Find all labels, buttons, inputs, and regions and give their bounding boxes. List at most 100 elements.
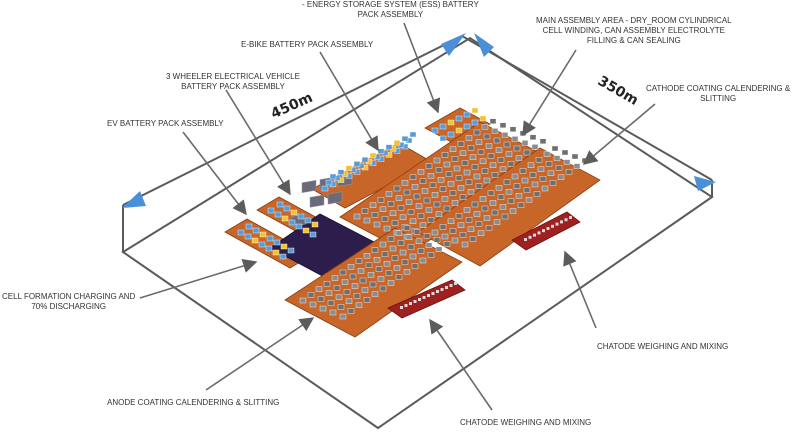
- cathode-coating-unit: [465, 216, 473, 223]
- label-chatode-weighing-right: CHATODE WEIGHING AND MIXING: [597, 342, 729, 351]
- three-wheeler-unit: [288, 219, 296, 226]
- main-assembly-unit: [393, 185, 401, 192]
- anode-coating-unit: [415, 238, 423, 245]
- cathode-coating-unit: [441, 233, 449, 240]
- main-assembly-unit: [489, 118, 497, 125]
- cathode-coating-row: [451, 153, 579, 244]
- cathode-coating-unit: [459, 232, 467, 238]
- cathode-coating-unit: [509, 208, 517, 214]
- mixer-unit: [569, 216, 572, 219]
- main-assembly-unit: [489, 162, 497, 169]
- anode-coating-unit: [319, 305, 327, 312]
- three-wheeler-unit: [290, 209, 298, 216]
- main-assembly-unit: [515, 155, 523, 161]
- cathode-coating-unit: [545, 160, 553, 167]
- cathode-coating-unit: [521, 177, 529, 184]
- main-assembly-unit: [363, 217, 371, 224]
- anode-coating-unit: [329, 309, 337, 316]
- anode-coating-unit: [385, 270, 393, 276]
- three-wheeler-row: [267, 207, 317, 238]
- main-assembly-unit: [439, 186, 447, 193]
- cathode-coating-unit: [563, 159, 571, 165]
- dimension-arrow-heads: [122, 33, 716, 208]
- anode-coating-unit: [339, 269, 347, 276]
- main-assembly-row: [363, 122, 507, 224]
- ess-unit: [455, 115, 463, 122]
- anode-coating-unit: [341, 279, 349, 285]
- main-assembly-unit: [441, 196, 449, 202]
- main-assembly-unit: [449, 190, 457, 197]
- cathode-coating-unit: [533, 191, 541, 197]
- main-assembly-unit: [391, 220, 399, 226]
- main-assembly-unit: [413, 193, 421, 200]
- ess-unit: [439, 135, 447, 142]
- cathode-coating-unit: [549, 180, 557, 186]
- anode-coating-row: [329, 236, 441, 316]
- ess-unit: [463, 123, 471, 130]
- three-wheeler-unit: [311, 221, 319, 228]
- main-assembly-unit: [451, 156, 459, 162]
- main-assembly-unit: [445, 171, 453, 177]
- main-assembly-unit: [409, 218, 417, 225]
- three-wheeler-unit: [283, 205, 291, 212]
- ebike-unit: [321, 185, 329, 192]
- anode-coating-unit: [363, 252, 371, 259]
- cathode-coating-unit: [449, 228, 457, 234]
- cathode-coating-unit: [523, 187, 531, 193]
- main-assembly-unit: [503, 141, 511, 148]
- main-assembly-unit: [429, 182, 437, 189]
- main-assembly-unit: [459, 150, 467, 157]
- ev-pack-unit: [265, 245, 273, 252]
- main-assembly-unit: [397, 204, 405, 211]
- label-cell-formation: CELL FORMATION CHARGING AND 70% DISCHARG…: [2, 292, 135, 312]
- ev-pack-unit: [287, 247, 295, 254]
- cathode-coating-unit: [439, 224, 447, 230]
- ev-pack-unit: [272, 249, 280, 256]
- main-assembly-unit: [423, 197, 431, 204]
- main-assembly-unit: [399, 214, 407, 221]
- cathode-coating-unit: [471, 201, 479, 208]
- ess-row: [439, 115, 487, 142]
- anode-coating-unit: [377, 276, 385, 282]
- main-assembly-unit: [459, 194, 467, 201]
- main-assembly-unit: [435, 211, 443, 217]
- main-assembly-unit: [481, 124, 489, 130]
- cathode-coating-unit: [561, 149, 569, 156]
- leader-lines: [139, 22, 656, 411]
- anode-coating-unit: [405, 234, 413, 241]
- ebike-unit: [337, 169, 345, 176]
- main-assembly-unit: [425, 207, 433, 213]
- anode-coating-unit: [367, 272, 375, 278]
- main-assembly-unit: [435, 167, 443, 173]
- anode-coating-row: [339, 240, 451, 320]
- anode-coating-unit: [351, 283, 359, 289]
- anode-coating-unit: [359, 277, 367, 284]
- main-assembly-unit: [427, 172, 435, 179]
- main-assembly-unit: [361, 208, 369, 214]
- mixing-block-right: [511, 211, 581, 251]
- anode-coating-unit: [419, 257, 427, 264]
- label-3-wheeler-pack-assembly: 3 WHEELER ELECTRICAL VEHICLE BATTERY PAC…: [166, 72, 300, 92]
- main-assembly-unit: [475, 139, 483, 145]
- main-assembly-unit: [405, 199, 413, 205]
- main-assembly-unit: [487, 152, 495, 159]
- main-assembly-unit: [473, 129, 481, 136]
- main-assembly-unit: [467, 144, 475, 151]
- anode-coating-row: [319, 232, 431, 312]
- anode-coating-unit: [331, 275, 339, 281]
- anode-coating-unit: [371, 291, 379, 297]
- main-assembly-unit: [501, 132, 509, 138]
- ev-pack-unit: [252, 227, 260, 234]
- main-assembly-unit: [417, 168, 425, 175]
- label-anode-coating: ANODE COATING CALENDERING & SLITTING: [107, 398, 280, 407]
- main-assembly-unit: [447, 180, 455, 187]
- anode-coating-unit: [355, 302, 363, 308]
- main-assembly-row: [383, 130, 527, 232]
- mixer-unit: [400, 306, 403, 309]
- anode-coating-unit: [361, 287, 369, 293]
- anode-coating-unit: [425, 242, 433, 249]
- anode-coating-unit: [299, 297, 307, 304]
- main-assembly-unit: [409, 174, 417, 181]
- mixer-unit: [404, 304, 408, 307]
- main-assembly-unit: [433, 201, 441, 208]
